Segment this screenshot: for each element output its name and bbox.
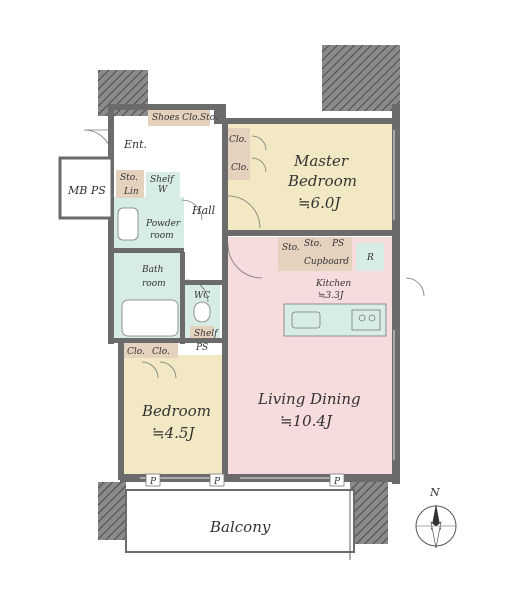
wall	[108, 104, 114, 344]
master-closet-area	[226, 128, 250, 180]
column-top-right	[322, 45, 400, 111]
column-bottom-left	[98, 482, 126, 540]
label-storage-top: Sto.	[200, 113, 218, 123]
storage-left-area	[116, 170, 144, 198]
wall	[226, 230, 392, 236]
washbasin	[117, 207, 139, 241]
kitchen-storage-area	[278, 237, 298, 271]
cupboard-area	[298, 237, 352, 271]
label-wc: WC	[194, 291, 210, 301]
label-cupboard: Cupboard	[304, 257, 349, 267]
label-mb-ps: MB PS	[67, 184, 106, 197]
master-bedroom-door	[227, 195, 261, 229]
wall	[226, 118, 396, 124]
label-shelf-w-1: Shelf	[150, 175, 175, 185]
label-master-bedroom-line2: Bedroom	[287, 172, 357, 190]
master-closet-door	[251, 157, 267, 173]
toilet	[193, 301, 211, 323]
label-kitchen: Kitchen	[315, 279, 351, 289]
label-balcony: Balcony	[209, 518, 271, 536]
bathtub	[121, 299, 179, 337]
wall	[392, 104, 400, 484]
label-storage-left: Sto.	[120, 173, 138, 183]
wc-door	[185, 279, 209, 303]
label-hall: Hall	[191, 204, 216, 217]
compass-label: N	[429, 486, 440, 499]
label-entrance: Ent.	[123, 138, 147, 151]
wall	[112, 248, 184, 253]
kitchen-counter	[283, 303, 387, 337]
label-bath-1: Bath	[141, 265, 163, 275]
column-bottom-right	[350, 472, 388, 544]
closet-door	[141, 361, 159, 379]
label-storage-kitchen: Sto.	[282, 243, 300, 253]
wall	[214, 104, 226, 124]
label-bedroom: Bedroom	[141, 402, 211, 420]
label-powder-2: room	[150, 231, 174, 241]
label-master-bedroom-line1: Master	[293, 152, 349, 170]
wall	[180, 252, 185, 344]
label-linen: Lin	[123, 187, 139, 197]
wall	[118, 340, 124, 480]
pipe-box	[209, 473, 225, 487]
master-bedroom-area	[226, 124, 394, 232]
shelf-w-area	[146, 172, 180, 198]
wall	[222, 124, 228, 482]
label-pipe-2: P	[213, 477, 221, 487]
label-shelf-w-2: W	[158, 185, 168, 195]
wall	[110, 104, 226, 110]
label-shelf-wc: Shelf	[194, 329, 219, 339]
label-master-bedroom-size: ≒6.0J	[298, 194, 341, 212]
entrance-door	[83, 129, 113, 159]
label-bedroom-closet-small: Clo.	[127, 347, 145, 357]
label-bedroom-closet: Clo.	[152, 347, 170, 357]
shoes-closet-area	[148, 106, 210, 126]
label-pipe-3: P	[333, 477, 341, 487]
wall	[184, 280, 224, 285]
living-door	[227, 243, 263, 279]
mb-ps-box	[58, 156, 114, 220]
wall	[112, 338, 224, 343]
wc-shelf-area	[190, 326, 214, 339]
kitchen-window-door	[405, 277, 425, 297]
bedroom-closet-area	[124, 342, 178, 358]
label-ps-kitchen: PS	[331, 239, 344, 249]
label-bath-2: room	[142, 279, 166, 289]
closet-door	[159, 361, 177, 379]
powder-door	[181, 199, 203, 221]
master-closet-door	[251, 135, 267, 151]
kitchen-sink	[291, 311, 321, 329]
kitchen-stove	[351, 309, 381, 331]
pipe-box	[329, 473, 345, 487]
refrigerator-space	[356, 243, 384, 271]
label-bedroom-size: ≒4.5J	[152, 424, 195, 442]
label-shoes-closet: Shoes Clo.	[152, 113, 200, 123]
bedroom-area	[124, 355, 222, 475]
label-powder-1: Powder	[145, 219, 181, 229]
label-ps-bedroom: PS	[195, 343, 208, 353]
label-refrigerator: R	[366, 253, 374, 263]
stove-burner	[358, 314, 366, 322]
stove-burner	[368, 314, 376, 322]
label-master-closet-1: Clo.	[229, 135, 247, 145]
label-pipe-1: P	[149, 477, 157, 487]
label-master-closet-2: Clo.	[231, 163, 249, 173]
label-storage-kitchen-2: Sto.	[304, 239, 322, 249]
balcony-area	[125, 489, 355, 553]
label-living-size: ≒10.4J	[280, 412, 333, 430]
label-kitchen-size: ≒3.3J	[318, 291, 345, 301]
pipe-box	[145, 473, 161, 487]
label-living-dining: Living Dining	[257, 390, 361, 408]
living-dining-area	[226, 237, 394, 475]
north-arrow-icon	[415, 504, 457, 549]
